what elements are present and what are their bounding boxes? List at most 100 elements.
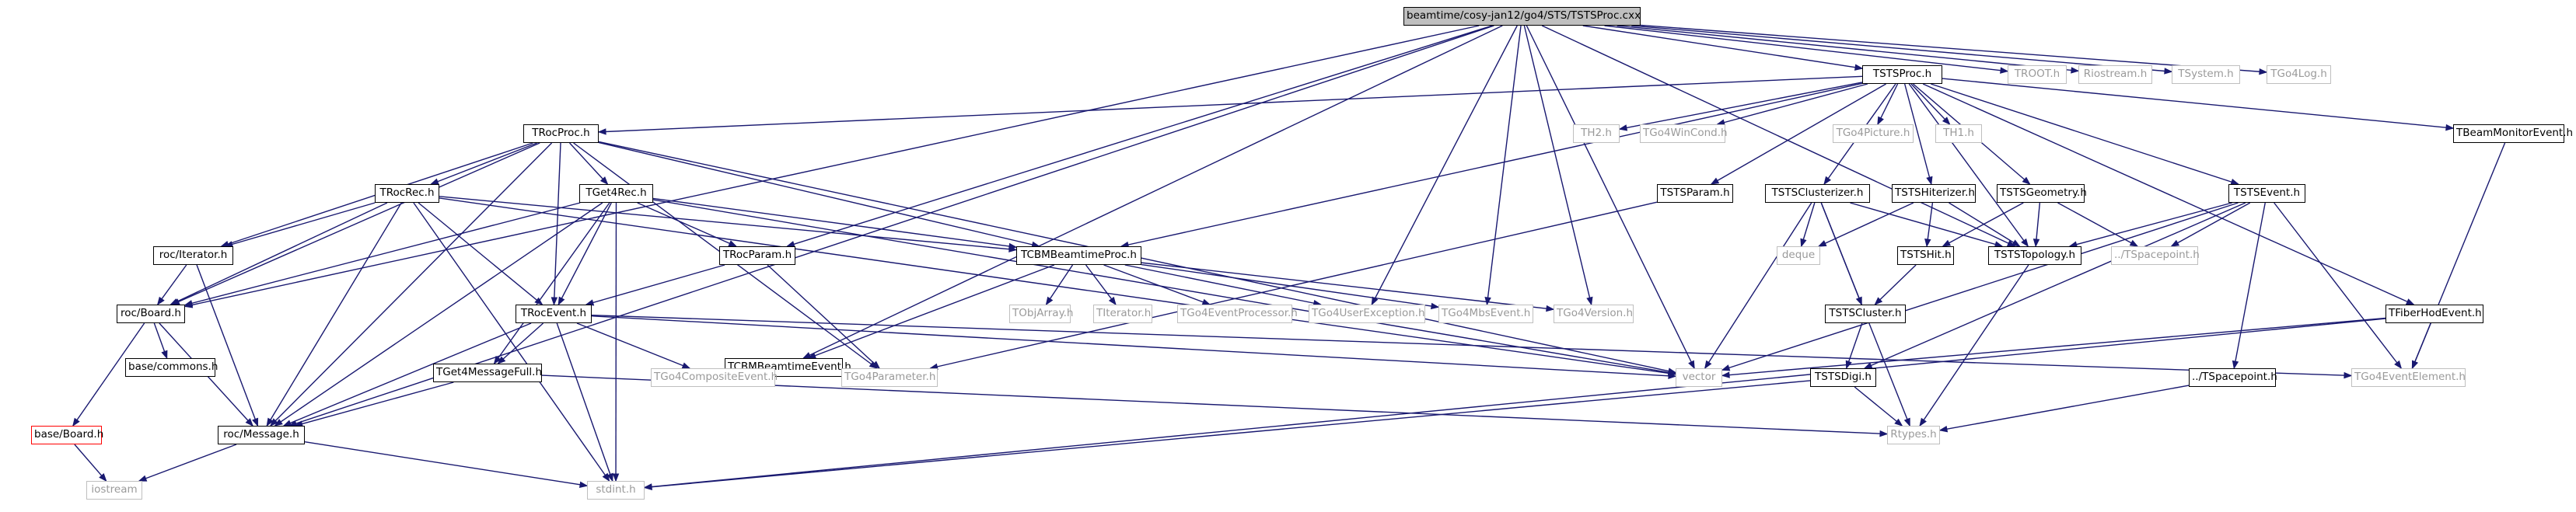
node-tget4rec[interactable]: TGet4Rec.h [579,184,653,203]
edge-arrowhead [2021,238,2029,248]
edge-tspacepoint2-to-rtypes [1938,385,2190,433]
node-tgo4parameter: TGo4Parameter.h [841,368,938,387]
edge-arrowhead [551,297,558,306]
edge-arrowhead [1938,426,1949,433]
node-tstsgeometry[interactable]: TSTSGeometry.h [1997,184,2087,203]
node-tspacepoint2[interactable]: ../TSpacepoint.h [2189,368,2277,387]
edge-tstsgeometry-to-tstshit [1942,202,2024,247]
node-tstshiterizer[interactable]: TSTSHiterizer.h [1892,184,1976,203]
node-tbeammonitorevent[interactable]: TBeamMonitorEvent.h [2453,124,2573,143]
edge-tget4rec-to-rocmessage [274,202,603,427]
node-trocparam[interactable]: TRocParam.h [719,246,795,265]
edge-arrowhead [1108,296,1117,306]
node-tstsclusterizer[interactable]: TSTSClusterizer.h [1765,184,1870,203]
node-tgo4eventprocessor: TGo4EventProcessor.h [1177,305,1298,323]
node-tststopology[interactable]: TSTSTopology.h [1988,246,2081,265]
edge-arrowhead [1800,238,1807,248]
edge-arrowhead [2232,360,2239,370]
edge-tstsevent-to-tststopology [2068,202,2232,248]
node-tcbmbeamtimeproc[interactable]: TCBMBeamtimeProc.h [1016,246,1141,265]
edge-arrowhead [493,355,502,365]
edge-arrowhead [1877,116,1884,126]
node-riostream: Riostream.h [2078,65,2152,84]
edge-root-to-troot [1604,25,2009,74]
node-rocmessage[interactable]: roc/Message.h [218,426,305,444]
edge-troccevent-to-tgo4compositeevent [576,322,691,369]
edge-root-to-vector [1526,25,1695,370]
node-rtypes: Rtypes.h [1887,426,1940,444]
edge-tstsparam-to-tgo4parameter [929,201,1658,371]
edge-arrowhead [1903,417,1910,427]
edge-trocparam-to-tgo4parameter [767,264,881,369]
node-tspacepoint1: ../TSpacepoint.h [2111,246,2200,265]
node-tstsproc[interactable]: TSTSProc.h [1862,65,1942,84]
edge-arrowhead [156,296,165,306]
edge-rocmessage-to-iostream [138,444,237,482]
edge-arrowhead [2022,176,2031,185]
edge-root-to-tstsproc [1582,25,1864,71]
node-troccrec[interactable]: TRocRec.h [375,184,439,203]
edge-root-to-tsystem [1631,25,2173,75]
edge-arrowhead [1688,360,1695,370]
node-tstsparam[interactable]: TSTSParam.h [1657,184,1733,203]
node-tstsevent[interactable]: TSTSEvent.h [2228,184,2305,203]
edge-troccevent-to-tget4messagefull [497,322,544,364]
edge-tget4rec-to-stdint [612,202,620,482]
node-baseboard[interactable]: base/Board.h [31,426,103,444]
edge-tstsproc-to-tgo4wincond [1716,83,1868,126]
edge-tstsproc-to-tstsparam [1710,83,1886,185]
edge-troccrec-to-tcbmbeamtimeproc [439,196,1018,253]
node-tget4messagefull[interactable]: TGet4MessageFull.h [433,364,542,382]
edge-arrowhead [2394,360,2403,370]
edge-arrowhead [1919,417,1927,427]
edge-arrowhead [1546,305,1555,312]
edge-arrowhead [1710,177,1720,185]
node-tgo4compositeevent: TGo4CompositeEvent.h [651,368,778,387]
node-trocproc[interactable]: TRocProc.h [523,124,599,143]
node-tstsdigi[interactable]: TSTSDigi.h [1810,368,1876,387]
edge-tstshiterizer-to-tstshit [1924,202,1934,248]
edge-arrowhead [184,300,194,307]
edge-arrowhead [72,417,80,427]
node-basecommons[interactable]: base/commons.h [125,358,218,377]
node-th1: TH1.h [1935,124,1982,143]
edge-arrowhead [497,356,506,364]
edge-arrowhead [1618,124,1628,131]
node-root[interactable]: beamtime/cosy-jan12/go4/STS/TSTSProc.cxx [1403,7,1641,26]
edge-arrowhead [2445,124,2455,131]
edge-tstsproc-to-tbeammonitorevent [1942,78,2455,131]
edge-root-to-tgo4version [1523,25,1593,306]
node-tsystem: TSystem.h [2172,65,2240,84]
node-troccevent[interactable]: TRocEvent.h [516,305,592,323]
edge-root-to-tgo4mbsevent [1484,25,1522,306]
edge-tget4rec-to-tget4messagefull [493,202,610,365]
node-vector: vector [1676,368,1722,387]
node-tgo4userexception: TGo4UserException.h [1309,305,1425,323]
edge-tfiberhodevent-to-vector [1721,317,2386,378]
edge-tbeammonitorevent-to-tgo4eventelement [2411,142,2506,370]
node-tstscluster[interactable]: TSTSCluster.h [1825,305,1906,323]
edge-rociterator-to-rocmessage [196,264,259,427]
edge-tstsgeometry-to-tspacepoint1 [2057,202,2139,247]
edge-arrowhead [606,472,613,482]
edge-arrowhead [681,362,691,369]
node-tfiberhodevent[interactable]: TFiberHodEvent.h [2386,305,2483,323]
node-rociterator[interactable]: roc/Iterator.h [153,246,233,265]
edge-arrowhead [252,417,259,427]
edge-troccevent-to-stdint [556,322,613,482]
edge-arrowhead [2259,68,2268,75]
edge-trocproc-to-rocboard [171,142,540,305]
node-deque: deque [1777,246,1820,265]
edge-tstsproc-to-tcbmbeamtimeproc [1120,82,1863,249]
edge-arrowhead [643,483,652,490]
edge-arrowhead [578,481,589,488]
edge-tstsproc-to-tfiberhodevent [1922,83,2415,305]
node-tstshit[interactable]: TSTSHit.h [1897,246,1954,265]
node-tgo4wincond: TGo4WinCond.h [1640,124,1728,143]
edge-arrowhead [2164,68,2173,75]
edge-arrowhead [2411,360,2418,370]
edge-arrowhead [802,352,812,359]
edge-rocboard-to-baseboard [72,322,145,427]
node-rocboard[interactable]: roc/Board.h [117,305,185,323]
edge-tcbmbeamtimeproc-to-tobjarray [1045,264,1074,306]
